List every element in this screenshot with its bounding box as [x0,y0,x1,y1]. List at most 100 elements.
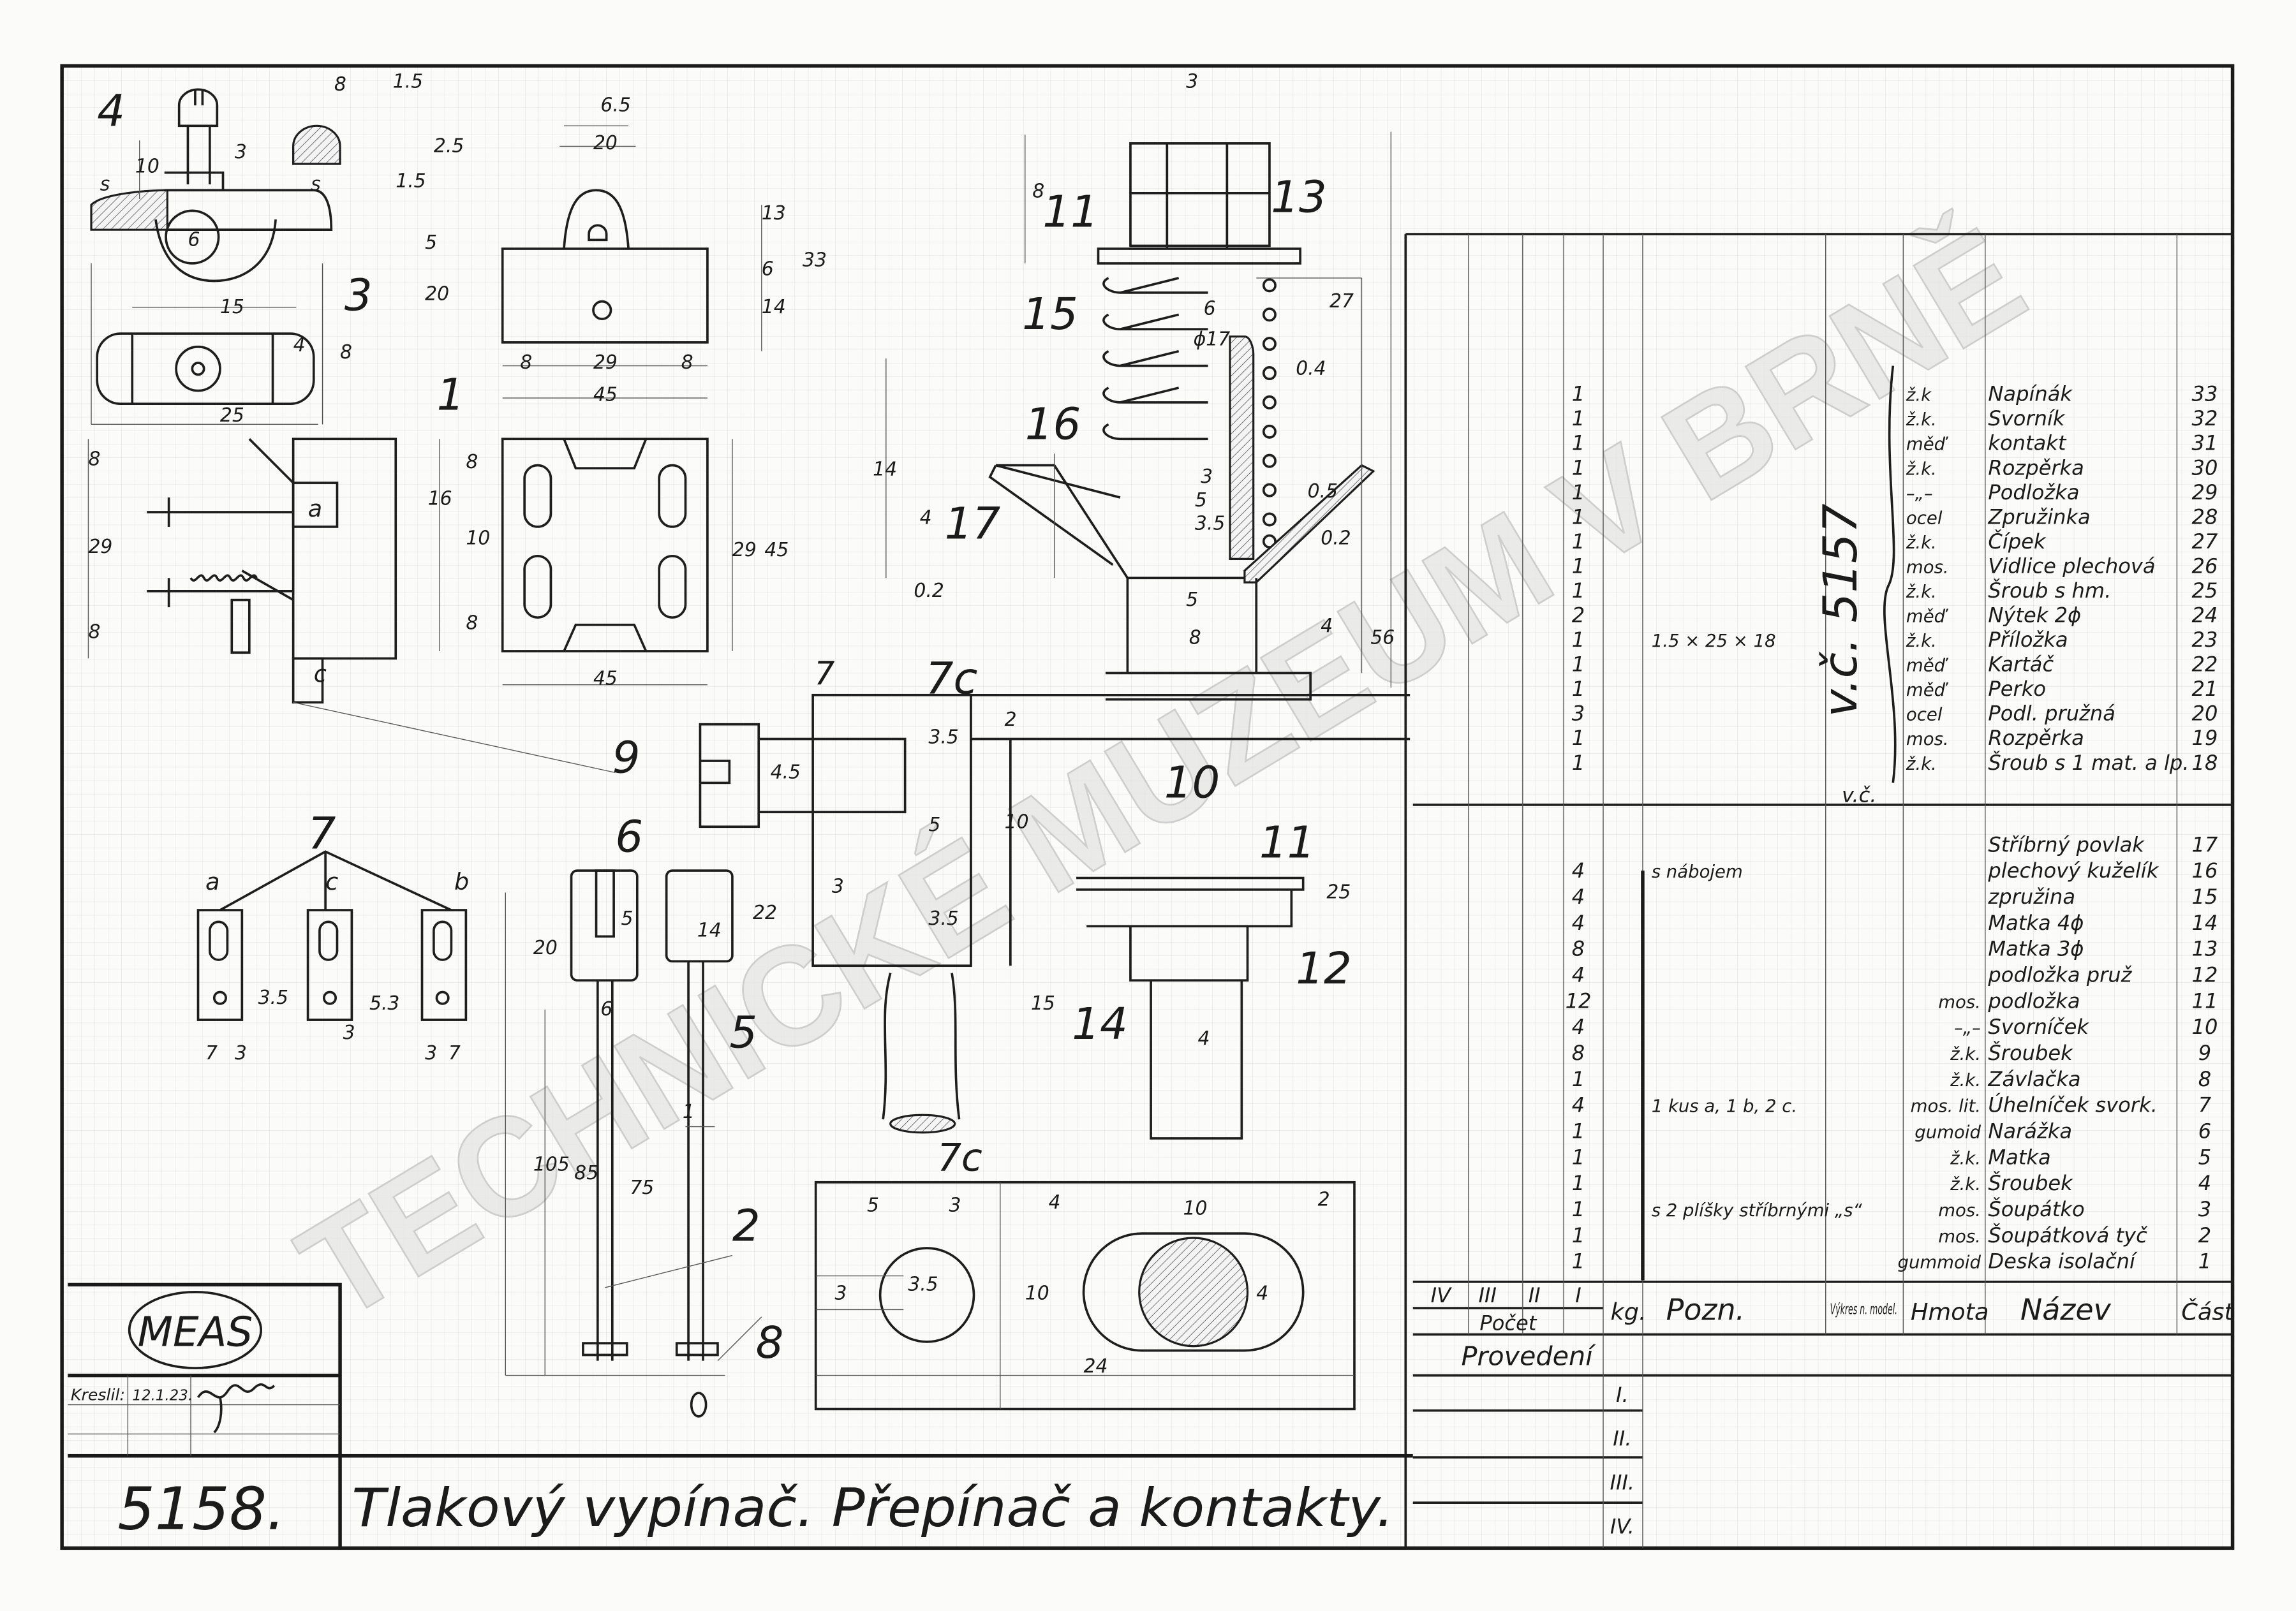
part-note: 1 kus a, 1 b, 2 c. [1652,1096,1797,1117]
dimension-label: 3 [949,1195,961,1217]
part-material: –„– [1954,1018,1981,1038]
part-number: 19 [2192,726,2218,750]
callout-11: 11 [1259,817,1315,868]
header-count-iv: IV [1431,1283,1452,1307]
part-qty: 1 [1572,1249,1585,1274]
dimension-label: 10 [466,527,490,549]
header-count: Počet [1479,1311,1537,1335]
part-number: 3 [2198,1197,2211,1221]
part-number: 12 [2192,962,2218,987]
part-material: mos. [1938,992,1981,1012]
header-count-iii: III [1479,1283,1497,1307]
part-qty: 1 [1572,726,1585,750]
dimension-label: 3.5 [928,726,958,748]
dimension-label: 4 [1321,615,1333,637]
callout-c-assembly: c [314,660,327,688]
part-name: Šoupátková tyč [1988,1223,2148,1247]
drawn-by-label: Kreslil: [71,1386,125,1404]
part-callouts: 4 3 1 13 11 15 16 17 7c 7 9 10 11 12 14 … [97,85,1352,1369]
related-drawing-label: v.č. 5157 [1814,503,1868,717]
part-qty: 4 [1572,1015,1585,1039]
dimension-label: 16 [428,488,452,510]
part-material: ž.k. [1950,1070,1981,1091]
part-qty: 8 [1572,1041,1585,1065]
part-name: Deska isolační [1988,1249,2138,1274]
part-name: Šoupátko [1988,1196,2084,1221]
part-material: měď [1906,607,1949,627]
part-4-3-screw-and-slider [90,88,341,425]
part-number: 20 [2192,702,2218,726]
part-qty: 2 [1572,603,1585,628]
part-name: Rozpěrka [1988,726,2084,750]
dimension-label: 13 [762,202,786,224]
part-material: ž.k. [1906,409,1937,430]
part-qty: 1 [1572,554,1585,578]
part-number: 9 [2198,1041,2211,1065]
dimension-label: 15 [1031,992,1055,1015]
dimension-label: 29 [88,536,112,558]
dimension-label: 4 [920,506,932,529]
header-kg: kg. [1610,1298,1646,1325]
dimension-label: 20 [533,937,558,959]
dimension-label: 3 [1201,466,1213,488]
dimension-label: 3 [425,1042,437,1064]
dimension-label: 7 [448,1042,461,1064]
part-number: 10 [2192,1015,2218,1039]
callout-7-group: 7 [308,809,336,860]
callout-15: 15 [1022,289,1078,340]
part-number: 5 [2198,1145,2211,1169]
dimension-label: 10 [1183,1197,1208,1219]
callout-7-top: 7 [814,655,834,693]
dimension-label: 8 [466,612,478,635]
dimension-label: 8 [466,451,478,473]
callout-11-top: 11 [1042,187,1099,238]
execution-row-iv: IV. [1610,1514,1634,1538]
part-number: 18 [2192,751,2218,775]
related-drawing-short: v.č. [1842,783,1876,807]
part-number: 30 [2192,455,2218,480]
part-number: 28 [2192,504,2218,529]
dimension-label: 25 [220,404,244,427]
callout-7a: a [205,868,219,895]
part-3-section [292,124,341,165]
callout-10: 10 [1164,757,1220,808]
dimension-label: 3 [1186,71,1198,93]
part-qty: 1 [1572,406,1585,430]
meas-logo-text: MEAS [138,1309,253,1357]
part-number: 16 [2192,858,2218,883]
part-name: Narážka [1988,1119,2072,1143]
part-note: s nábojem [1652,862,1743,882]
part-note: s 2 plíšky stříbrnými „s“ [1652,1200,1863,1221]
dimension-label: 6 [1204,297,1216,320]
part-qty: 1 [1572,578,1585,603]
header-count-ii: II [1529,1283,1541,1307]
part-name: Šroub s 1 mat. a lp. [1988,750,2189,775]
header-count-i: I [1575,1283,1581,1307]
dimension-label: 10 [1025,1282,1049,1304]
part-qty: 3 [1572,702,1585,726]
dimension-label: 2 [1005,709,1017,731]
dimension-label: 24 [1084,1355,1108,1378]
part-qty: 1 [1572,431,1585,455]
part-qty: 1 [1572,628,1585,652]
part-material: měď [1906,434,1949,455]
dimension-label: 10 [1005,811,1029,834]
dimension-label: 45 [593,384,618,406]
part-qty: 1 [1572,455,1585,480]
header-material: Hmota [1911,1298,1989,1325]
part-name: Nýtek 2ϕ [1988,603,2081,628]
part-number: 26 [2192,554,2218,578]
part-material: –„– [1906,483,1933,504]
dimension-label: 8 [340,341,352,364]
